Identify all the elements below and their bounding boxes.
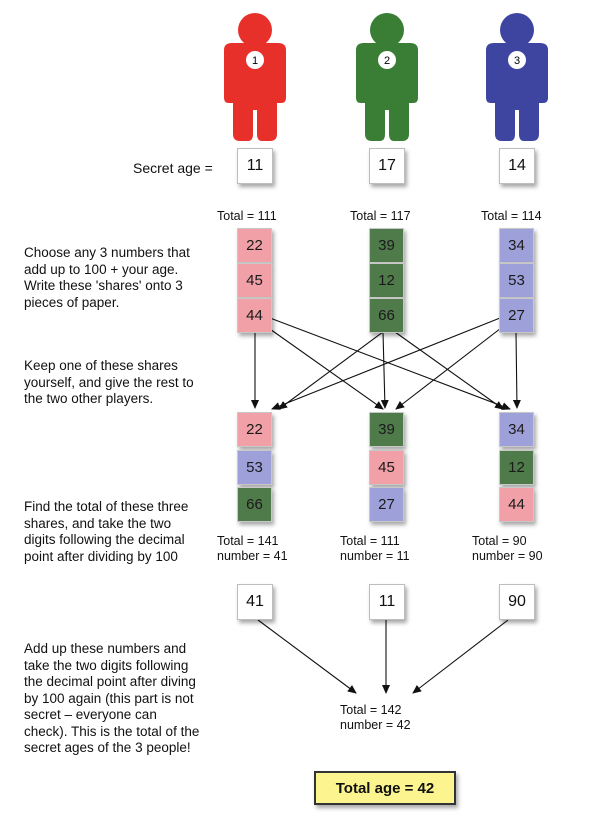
share-card: 44 [237, 298, 272, 333]
final-number: number = 42 [340, 718, 411, 732]
flow-arrow [395, 324, 506, 410]
flow-arrow [412, 619, 509, 694]
received-share-card: 44 [499, 487, 534, 522]
flow-arrow [394, 331, 504, 410]
secret-age-label: Secret age = [133, 160, 213, 176]
flow-arrow [512, 331, 521, 409]
share-card: 66 [369, 298, 404, 333]
received-number: number = 41 [217, 549, 288, 563]
received-share-card: 53 [237, 450, 272, 485]
step-4-explanation: Add up these numbers and take the two di… [24, 641, 200, 755]
secret-age-box: 17 [369, 148, 405, 184]
received-share-card: 45 [369, 450, 404, 485]
share-card: 39 [369, 228, 404, 263]
result-number-box: 11 [369, 584, 405, 620]
person-number: 3 [514, 55, 520, 67]
person-total: Total = 111 [217, 209, 277, 223]
result-number-box: 90 [499, 584, 535, 620]
person-number: 1 [252, 55, 258, 67]
share-card: 34 [499, 228, 534, 263]
received-share-card: 66 [237, 487, 272, 522]
person-3-figure: 3 [472, 10, 562, 142]
share-card: 22 [237, 228, 272, 263]
person-2-figure: 2 [342, 10, 432, 142]
flow-arrow [257, 619, 357, 694]
received-share-card: 22 [237, 412, 272, 447]
person-1-figure: 1 [210, 10, 300, 142]
received-total: Total = 111 [340, 534, 400, 548]
secret-age-box: 11 [237, 148, 273, 184]
total-age-box: Total age = 42 [314, 771, 456, 805]
result-number-box: 41 [237, 584, 273, 620]
received-total: Total = 141 [217, 534, 279, 548]
received-number: number = 90 [472, 549, 543, 563]
received-number: number = 11 [340, 549, 410, 563]
flow-arrow [380, 331, 389, 409]
step-1-explanation: Choose any 3 numbers that add up to 100 … [24, 245, 190, 310]
received-share-card: 27 [369, 487, 404, 522]
received-total: Total = 90 [472, 534, 527, 548]
flow-arrow [278, 331, 384, 410]
received-share-card: 34 [499, 412, 534, 447]
share-card: 12 [369, 263, 404, 298]
share-card: 45 [237, 263, 272, 298]
secret-age-box: 14 [499, 148, 535, 184]
person-total: Total = 117 [350, 209, 411, 223]
flow-arrow [269, 317, 511, 410]
person-number: 2 [384, 55, 390, 67]
person-total: Total = 114 [481, 209, 542, 223]
share-card: 53 [499, 263, 534, 298]
step-3-explanation: Find the total of these three shares, an… [24, 499, 189, 564]
received-share-card: 39 [369, 412, 404, 447]
share-card: 27 [499, 298, 534, 333]
final-total: Total = 142 [340, 703, 402, 717]
flow-arrow [259, 321, 384, 410]
flow-arrow [271, 317, 501, 410]
step-2-explanation: Keep one of these shares yourself, and g… [24, 358, 194, 406]
received-share-card: 12 [499, 450, 534, 485]
